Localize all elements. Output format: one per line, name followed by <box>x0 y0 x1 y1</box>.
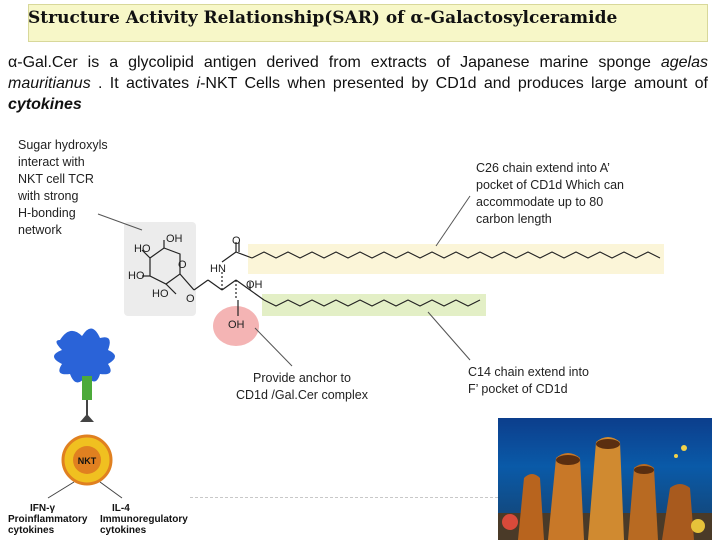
atom-oh-low: OH <box>228 319 245 331</box>
cytokines-word: cytokines <box>8 96 82 113</box>
nkt-cell-core <box>73 446 101 474</box>
apc-cell-shape <box>54 328 115 383</box>
page-title: Structure Activity Relationship(SAR) of … <box>28 8 618 28</box>
atom-oh-top: OH <box>166 233 183 245</box>
c14-chain <box>263 299 481 307</box>
atom-ho-2: HO <box>128 270 145 282</box>
divider-line <box>190 497 498 498</box>
atom-ho-3: HO <box>152 288 169 300</box>
c26-callout-line <box>435 195 471 247</box>
sugar-highlight <box>124 222 196 316</box>
species-name: agelas mauritianus <box>8 54 708 92</box>
marine-sponge-photo <box>498 418 712 540</box>
nkt-cell-diagram: NKT <box>47 328 123 499</box>
intro-paragraph: α-Gal.Cer is a glycolipid antigen derive… <box>8 54 709 113</box>
tcr-arrow <box>80 414 94 422</box>
nkt-label: NKT <box>78 456 97 466</box>
atom-ho-1: HO <box>134 243 151 255</box>
c26-chain-note: C26 chain extend into A’pocket of CD1d W… <box>476 161 624 226</box>
ifn-label: IFN-γ <box>30 503 55 514</box>
atom-o-link: O <box>186 293 195 305</box>
cd1d-receptor <box>82 376 92 400</box>
sugar-callout-line <box>97 213 143 231</box>
c26-chain-highlight <box>248 244 664 274</box>
atom-o-ring: O <box>178 259 187 271</box>
title-banner <box>28 4 708 42</box>
il4-label: IL-4 <box>112 503 130 514</box>
atom-o-carbonyl: O <box>232 235 241 247</box>
anchor-oh-highlight <box>213 306 259 346</box>
atom-hn: HN <box>210 263 226 275</box>
c14-callout-line <box>427 311 471 361</box>
anchor-callout-line <box>254 327 293 367</box>
atom-oh-mid: OH <box>246 279 263 291</box>
c26-chain <box>251 251 661 259</box>
